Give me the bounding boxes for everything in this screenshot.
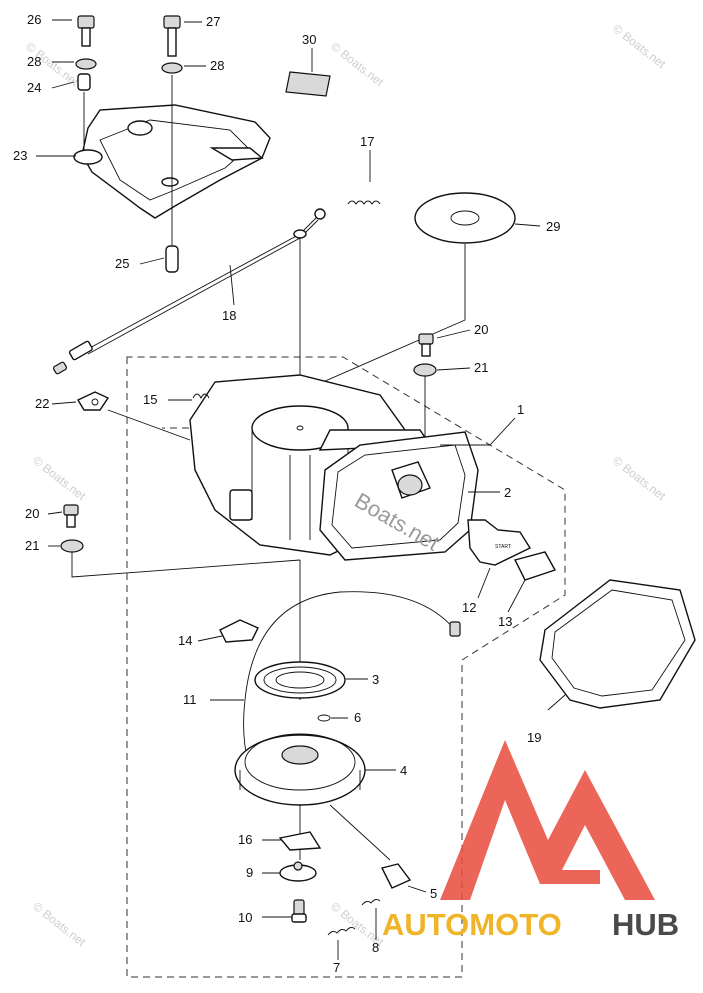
callout-5: 5: [430, 886, 437, 901]
callout-21: 21: [25, 538, 39, 553]
callout-13: 13: [498, 614, 512, 629]
callout-28: 28: [210, 58, 224, 73]
callout-21: 21: [474, 360, 488, 375]
callout-17: 17: [360, 134, 374, 149]
part-27-bolt: [163, 15, 181, 57]
callout-20: 20: [474, 322, 488, 337]
watermark: © Boats.net: [610, 453, 669, 503]
part-21-washer: [413, 363, 437, 377]
leader-lines: [36, 19, 566, 960]
part-28-washer: [161, 62, 183, 74]
watermark: © Boats.net: [30, 453, 89, 503]
callout-8: 8: [372, 940, 379, 955]
callout-30: 30: [302, 32, 316, 47]
callout-22: 22: [35, 396, 49, 411]
callout-26: 26: [27, 12, 41, 27]
axis-line: [329, 804, 391, 861]
callout-14: 14: [178, 633, 192, 648]
callout-10: 10: [238, 910, 252, 925]
part-5-pawl: [380, 863, 412, 889]
rope-end: [449, 621, 461, 637]
part-16-shim: [278, 831, 322, 851]
callout-labels: 26 27 28 28 24 23 30 17 25 18 29 20 21 2…: [13, 12, 560, 975]
part-25-spacer: [165, 245, 179, 273]
part-13-insert: [513, 551, 557, 581]
watermark: © Boats.net: [328, 39, 387, 89]
part-10-bolt: [291, 899, 307, 923]
callout-3: 3: [372, 672, 379, 687]
callout-2: 2: [504, 485, 511, 500]
watermark: © Boats.net: [610, 21, 669, 71]
callout-9: 9: [246, 865, 253, 880]
callout-24: 24: [27, 80, 41, 95]
part-4-pulley: [234, 733, 366, 806]
part-14-pawl: [219, 619, 259, 643]
callout-27: 27: [206, 14, 220, 29]
part-9-cap: [279, 861, 317, 882]
callout-12: 12: [462, 600, 476, 615]
start-label: START: [495, 544, 511, 550]
part-19-gasket: [539, 579, 696, 709]
callout-1: 1: [517, 402, 524, 417]
callout-6: 6: [354, 710, 361, 725]
part-29-disc: [414, 192, 516, 244]
callout-19: 19: [527, 730, 541, 745]
part-2-cover: Boats.net: [319, 431, 479, 561]
part-24-sleeve: [77, 73, 91, 91]
part-20-bolt: [63, 504, 79, 528]
callout-18: 18: [222, 308, 236, 323]
part-21-washer: [60, 539, 84, 553]
part-20-bolt: [418, 333, 434, 357]
callout-25: 25: [115, 256, 129, 271]
axis-line: [71, 552, 301, 578]
logo-mark: [440, 740, 655, 900]
callout-15: 15: [143, 392, 157, 407]
callout-23: 23: [13, 148, 27, 163]
callout-29: 29: [546, 219, 560, 234]
brand-text-auto: AUTOMOTO: [382, 907, 562, 942]
callout-7: 7: [333, 960, 340, 975]
part-12-handle: START: [467, 519, 532, 566]
callout-11: 11: [183, 692, 197, 707]
part-22-plate: [77, 391, 110, 411]
callout-4: 4: [400, 763, 407, 778]
part-17-spring: [347, 200, 381, 205]
brand-logo: AUTOMOTO HUB: [382, 740, 679, 942]
part-11-rope: [244, 591, 456, 701]
part-15-spring: [192, 393, 210, 400]
part-3-spring: [254, 661, 346, 699]
part-30-label: [285, 71, 331, 97]
watermark: © Boats.net: [30, 899, 89, 949]
brand-text-hub: HUB: [612, 907, 679, 942]
part-26-bolt: [77, 15, 95, 47]
assembly-outline: [126, 356, 566, 978]
callout-28: 28: [27, 54, 41, 69]
callout-20: 20: [25, 506, 39, 521]
part-7-spring: [327, 926, 356, 936]
part-6-clip: [317, 714, 331, 722]
part-28-washer: [75, 58, 97, 70]
part-18-cable: [52, 208, 326, 375]
part-8-spring: [361, 898, 381, 906]
part-23-cover: [73, 104, 271, 219]
axis-line: [299, 244, 466, 393]
callout-16: 16: [238, 832, 252, 847]
